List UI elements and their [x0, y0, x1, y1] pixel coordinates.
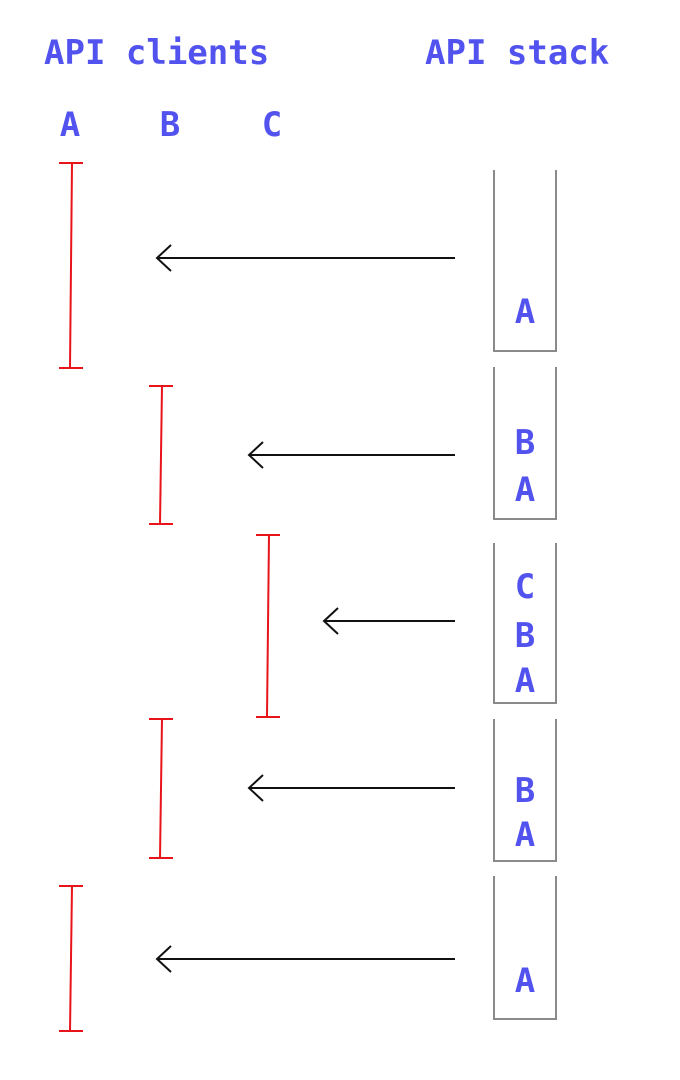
arrow-head [247, 441, 264, 469]
stack-frame: A [59, 162, 557, 369]
stack-entry: B [515, 616, 535, 656]
arrow-head [247, 774, 264, 802]
stack-entry: A [515, 292, 535, 332]
stack-container [493, 170, 557, 352]
stack-frame: CBA [256, 534, 557, 718]
stack-frame: BA [149, 718, 557, 862]
active-span-line [69, 162, 73, 369]
arrow-head [322, 607, 339, 635]
stack-entry: A [515, 815, 535, 855]
active-span-line [69, 885, 73, 1032]
client-label-b: B [160, 105, 180, 145]
stack-entry: A [515, 961, 535, 1001]
stack-container [493, 367, 557, 520]
client-label-c: C [262, 105, 282, 145]
stack-entry: B [515, 423, 535, 463]
arrow-head [155, 244, 172, 272]
arrow-head [155, 945, 172, 973]
stack-title: API stack [425, 33, 609, 73]
stack-entry: B [515, 771, 535, 811]
active-span-line [159, 385, 163, 525]
client-label-a: A [60, 105, 80, 145]
stack-entry: A [515, 470, 535, 510]
stack-entry: C [515, 567, 535, 607]
stack-entry: A [515, 661, 535, 701]
stack-container [493, 876, 557, 1020]
active-span-line [266, 534, 270, 718]
stack-frame: A [59, 876, 557, 1032]
active-span-line [159, 718, 163, 859]
stack-container [493, 543, 557, 704]
stack-frame: BA [149, 367, 557, 525]
clients-title: API clients [44, 33, 269, 73]
stack-container [493, 719, 557, 862]
